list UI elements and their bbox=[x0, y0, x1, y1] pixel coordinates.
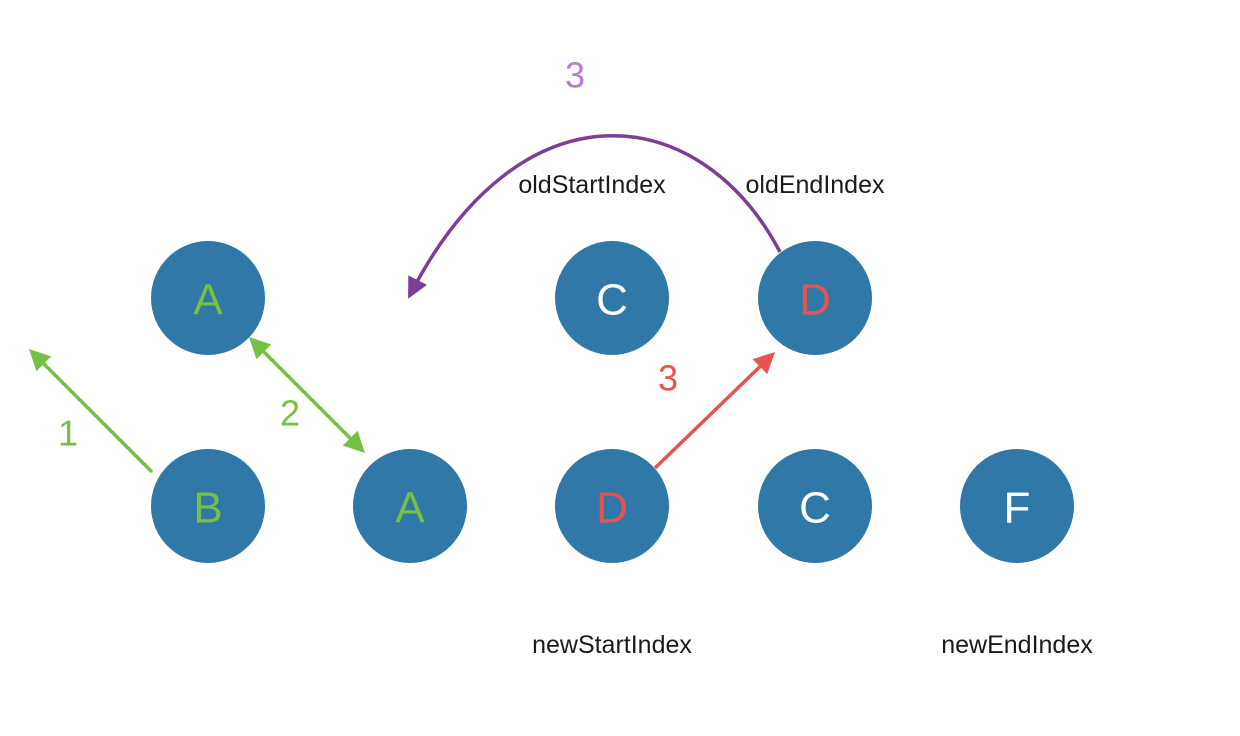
svg-text:A: A bbox=[193, 276, 223, 325]
svg-text:F: F bbox=[1004, 484, 1031, 533]
old-node-a: A bbox=[151, 241, 265, 355]
new-start-index-label: newStartIndex bbox=[532, 631, 692, 659]
svg-text:D: D bbox=[596, 484, 628, 533]
svg-text:B: B bbox=[193, 484, 222, 533]
svg-text:A: A bbox=[395, 484, 425, 533]
svg-text:D: D bbox=[799, 276, 831, 325]
purple-move-arrow bbox=[408, 134, 782, 299]
old-start-index-label: oldStartIndex bbox=[518, 171, 666, 199]
step-three-red-label: 3 bbox=[658, 358, 678, 399]
new-end-index-label: newEndIndex bbox=[941, 631, 1093, 659]
red-arrow-three bbox=[653, 352, 776, 470]
green-arrow-one bbox=[29, 349, 154, 474]
step-three-purple-label: 3 bbox=[565, 55, 585, 96]
step-two-label: 2 bbox=[280, 393, 300, 434]
new-node-b: B bbox=[151, 449, 265, 563]
step-one-label: 1 bbox=[58, 413, 78, 454]
svg-text:C: C bbox=[799, 484, 831, 533]
old-end-index-label: oldEndIndex bbox=[745, 171, 885, 199]
new-node-a: A bbox=[353, 449, 467, 563]
new-node-d: D bbox=[555, 449, 669, 563]
svg-text:C: C bbox=[596, 276, 628, 325]
new-node-f: F bbox=[960, 449, 1074, 563]
green-arrow-two bbox=[249, 337, 365, 453]
old-node-d: D bbox=[758, 241, 872, 355]
old-node-c: C bbox=[555, 241, 669, 355]
new-node-c: C bbox=[758, 449, 872, 563]
